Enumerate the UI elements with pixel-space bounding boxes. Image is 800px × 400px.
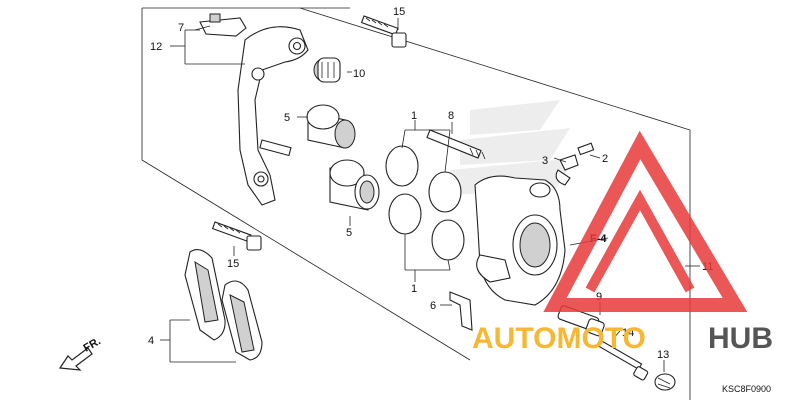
bolt-upper	[360, 15, 407, 48]
front-arrow-label: FR.	[82, 335, 103, 354]
piston-lower	[329, 159, 380, 211]
caliper-bracket	[237, 26, 309, 206]
assembly-frame	[141, 7, 691, 400]
watermark-text: AUTOMOTO HUB	[472, 322, 773, 355]
callout-8: 8	[448, 110, 454, 122]
callout-9: 9	[596, 291, 602, 303]
callout-15-upper: 15	[393, 6, 405, 18]
retainer-clip	[199, 13, 247, 37]
diagram-code: KSC8F0900	[722, 384, 771, 394]
leader-lines	[160, 18, 700, 372]
callout-3: 3	[542, 155, 548, 167]
callout-4: 4	[148, 335, 154, 347]
callout-14: 14	[622, 327, 634, 339]
callout-6: 6	[430, 300, 436, 312]
piston-upper	[306, 104, 356, 149]
callout-1-lower: 1	[411, 283, 417, 295]
watermark-word-auto: AUTOMOTO	[472, 322, 646, 355]
caliper-body	[474, 175, 566, 306]
brake-pads	[184, 249, 263, 361]
callout-15-lower: 15	[227, 258, 239, 270]
slide-pin	[426, 129, 486, 160]
callout-2: 2	[602, 153, 608, 165]
pad-spring	[449, 291, 473, 331]
callout-1-upper: 1	[411, 110, 417, 122]
watermark-word-hub: HUB	[708, 322, 773, 355]
bleeder-valve	[555, 142, 595, 186]
piston-seals	[385, 145, 465, 261]
callout-5-upper: 5	[284, 112, 290, 124]
front-arrow: FR.	[58, 335, 103, 371]
watermark-logo	[543, 130, 748, 312]
callout-12: 12	[150, 41, 162, 53]
bolt-lower	[211, 221, 262, 251]
callout-13: 13	[657, 349, 669, 361]
callout-5-lower: 5	[346, 227, 352, 239]
pin-boot	[313, 57, 341, 83]
callout-7: 7	[178, 22, 184, 34]
callout-10: 10	[353, 68, 365, 80]
guide-pin-assembly	[557, 305, 676, 391]
